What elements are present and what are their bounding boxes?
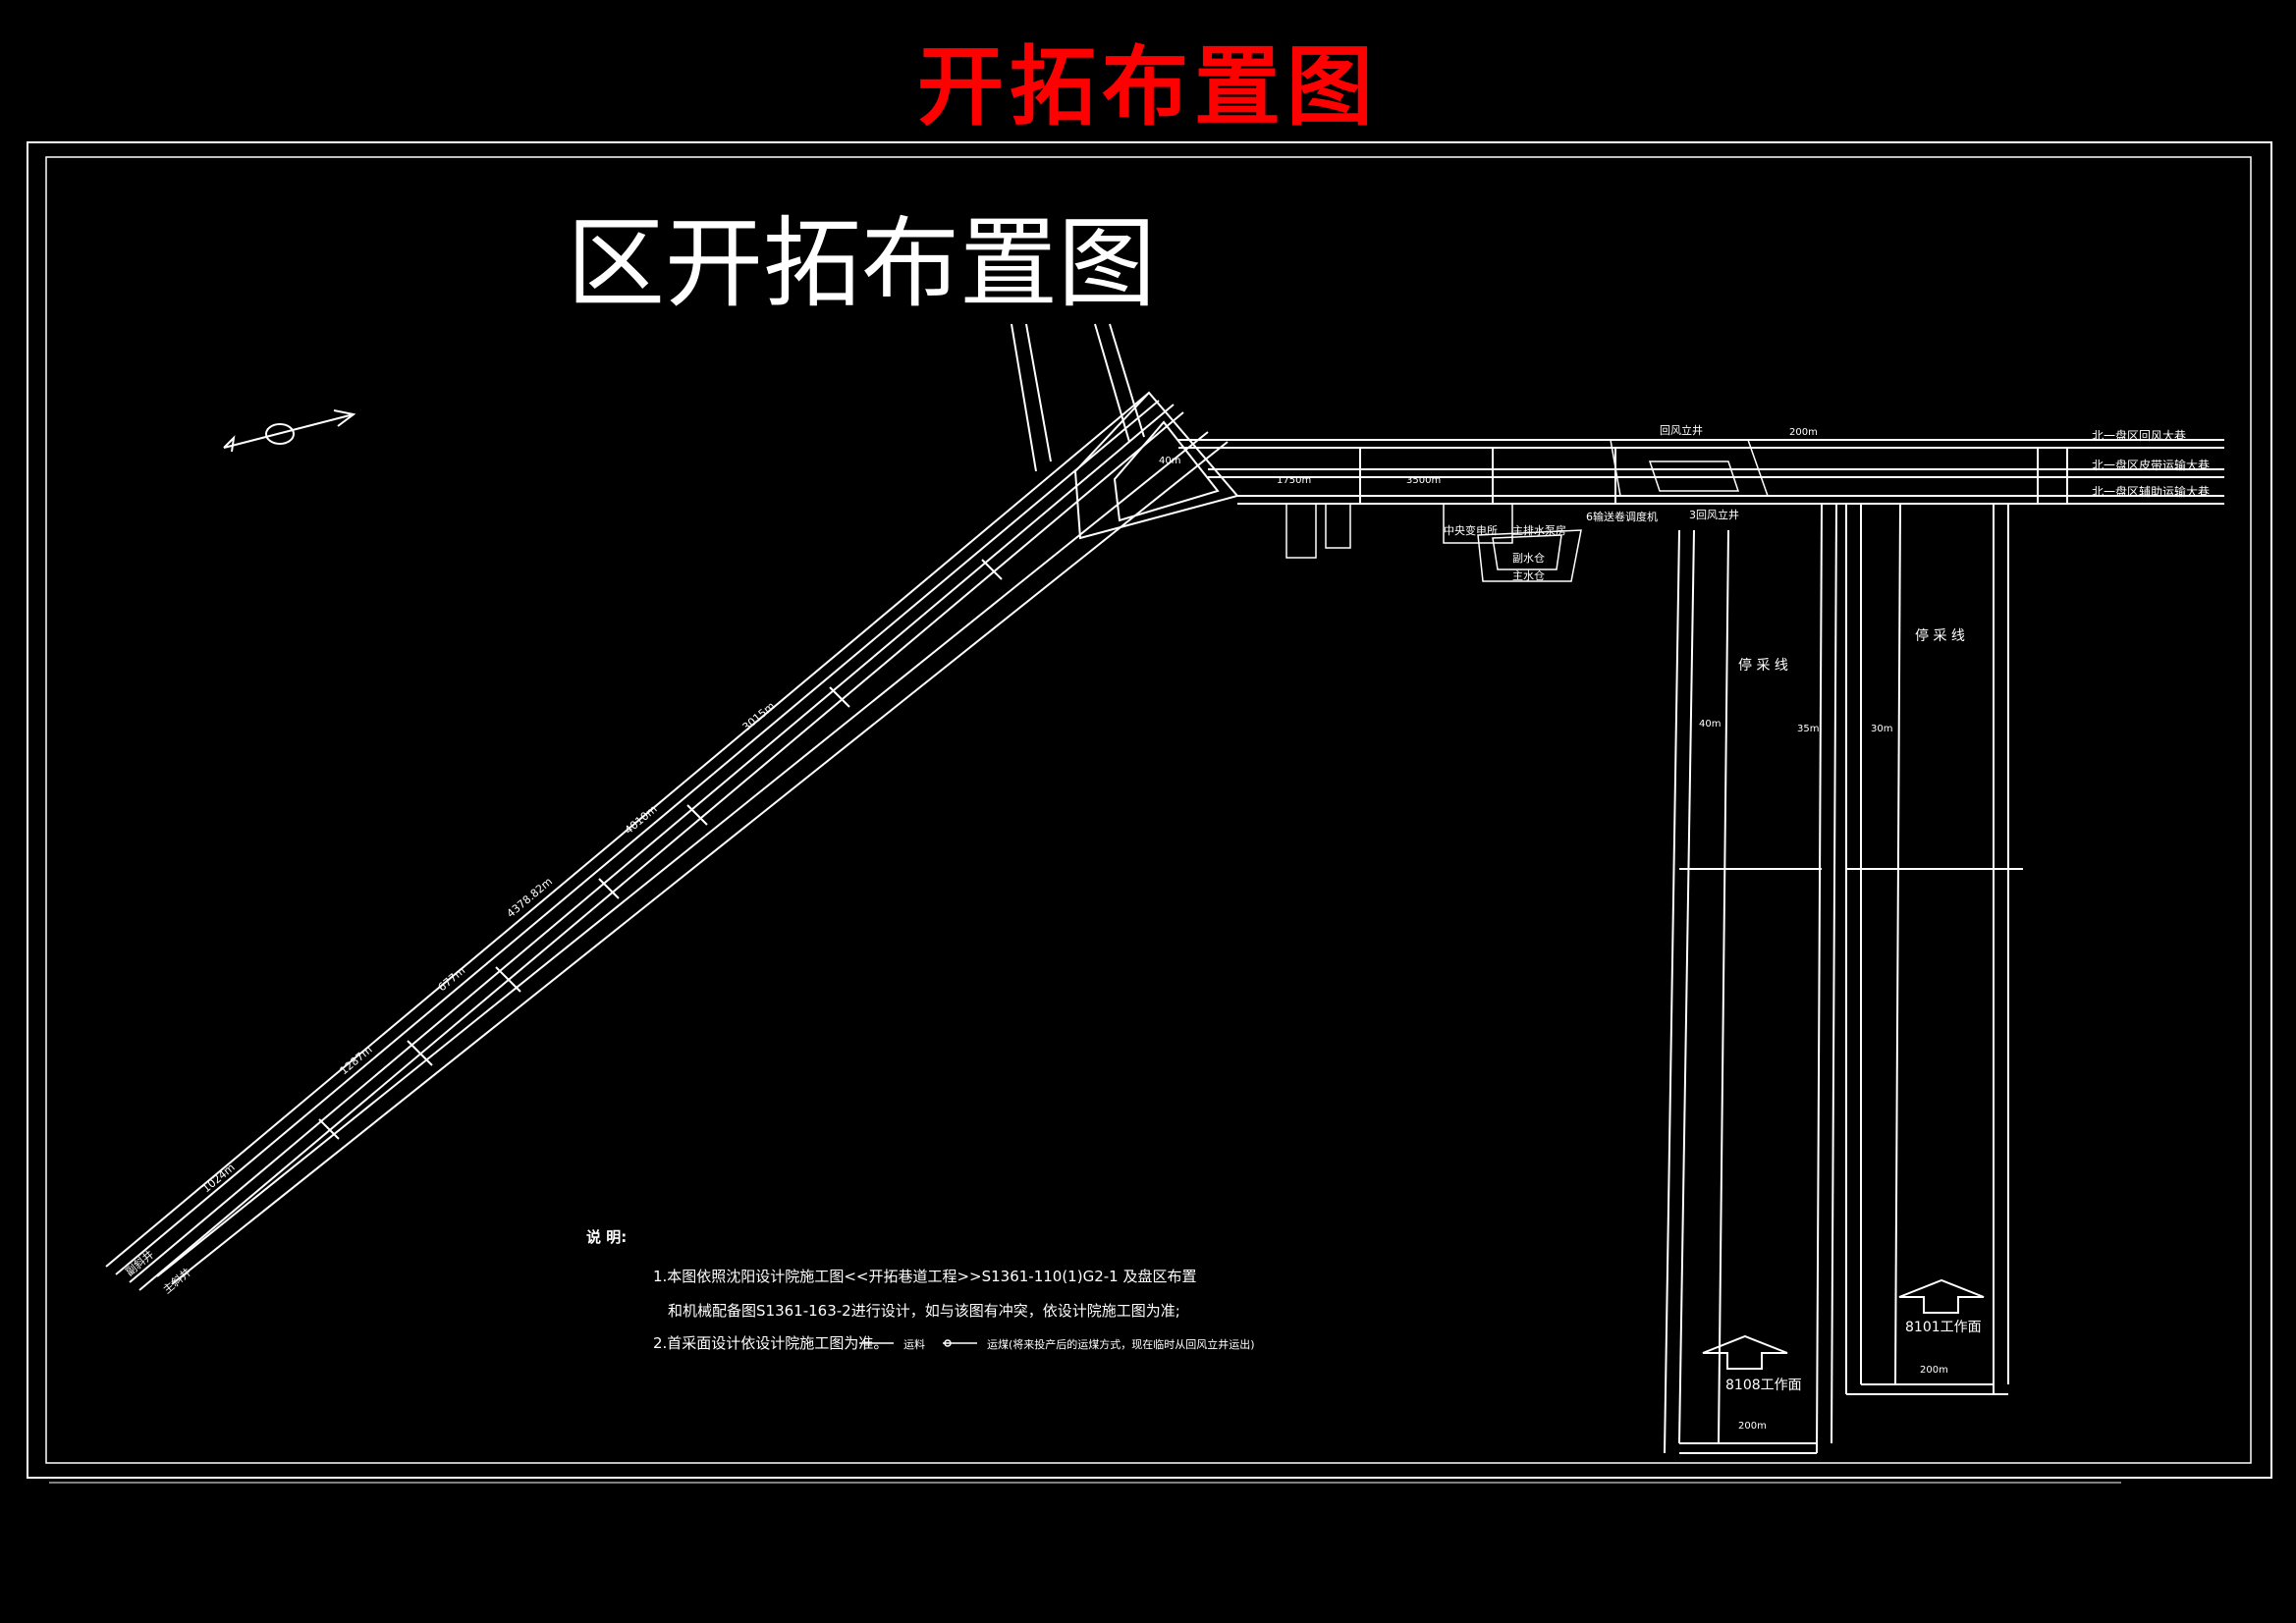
workface-8108-width: 200m [1738,1421,1767,1432]
return-shaft-label: 回风立井 [1660,423,1703,437]
dim-3500m: 3500m [1406,475,1441,486]
gate-roads-8108 [1664,503,1837,1454]
main-title: 开拓布置图 [916,35,1379,137]
legend-coal-label: 运煤(将来投产后的运煤方式，现在临时从回风立井运出) [987,1337,1255,1351]
dim-40m-b: 40m [1159,456,1180,466]
dim-40m: 40m [1699,719,1721,730]
stop-line-b: 停 采 线 [1915,627,1965,644]
legend-coal-line [943,1339,977,1347]
outer-frame [27,141,2272,1479]
return-air-roadway-label: 北一盘区回风大巷 [2092,428,2186,443]
aux-roadway-label: 北一盘区辅助运输大巷 [2092,484,2210,499]
workface-8101-label: 8101工作面 [1905,1320,1982,1335]
explosives-label: 6输送卷调度机 [1586,510,1658,523]
stop-line-a: 停 采 线 [1738,657,1788,674]
workface-8101-width: 200m [1920,1365,1948,1376]
main-sump-label: 主水仓 [1512,568,1545,582]
dim-30m: 30m [1871,724,1892,734]
dim-1750m: 1750m [1277,475,1311,486]
sump-label: 副水仓 [1512,551,1545,565]
north-branch-roadways [1011,323,1239,540]
inner-frame [45,156,2252,1464]
subtitle: 区开拓布置图 [567,206,1156,321]
notes-line-1: 1.本图依照沈阳设计院施工图<<开拓巷道工程>>S1361-110(1)G2-1… [653,1268,1196,1285]
notes-heading: 说 明: [586,1228,627,1246]
workface-arrow-8101-icon [1898,1278,1985,1314]
inclined-shafts [105,392,1229,1291]
slope-dist-6: 3015m [740,699,778,733]
substation-label: 中央变电所 [1444,523,1498,537]
belt-roadway-label: 北一盘区皮带运输大巷 [2092,458,2210,472]
notes-line-2: 和机械配备图S1361-163-2进行设计，如与该图有冲突，依设计院施工图为准; [668,1302,1180,1320]
slope-dist-2: 677m [436,964,468,994]
dim-200m: 200m [1789,427,1818,438]
workface-arrow-8108-icon [1702,1334,1788,1370]
return-shaft-alt-label: 3回风立井 [1689,508,1739,521]
legend-haul-label: 运料 [903,1337,925,1351]
dim-35m: 35m [1797,724,1819,734]
gate-roads-8101 [1845,503,2023,1395]
chambers [1285,439,1770,582]
workface-8108-label: 8108工作面 [1725,1378,1802,1393]
north-arrow-icon [223,409,356,453]
slope-dist-5: 4010m [623,802,660,837]
main-pump-label: 主排水泵房 [1512,523,1566,537]
notes-line-3: 2.首采面设计依设计院施工图为准。 [653,1334,888,1352]
main-roadways [1178,439,2224,505]
